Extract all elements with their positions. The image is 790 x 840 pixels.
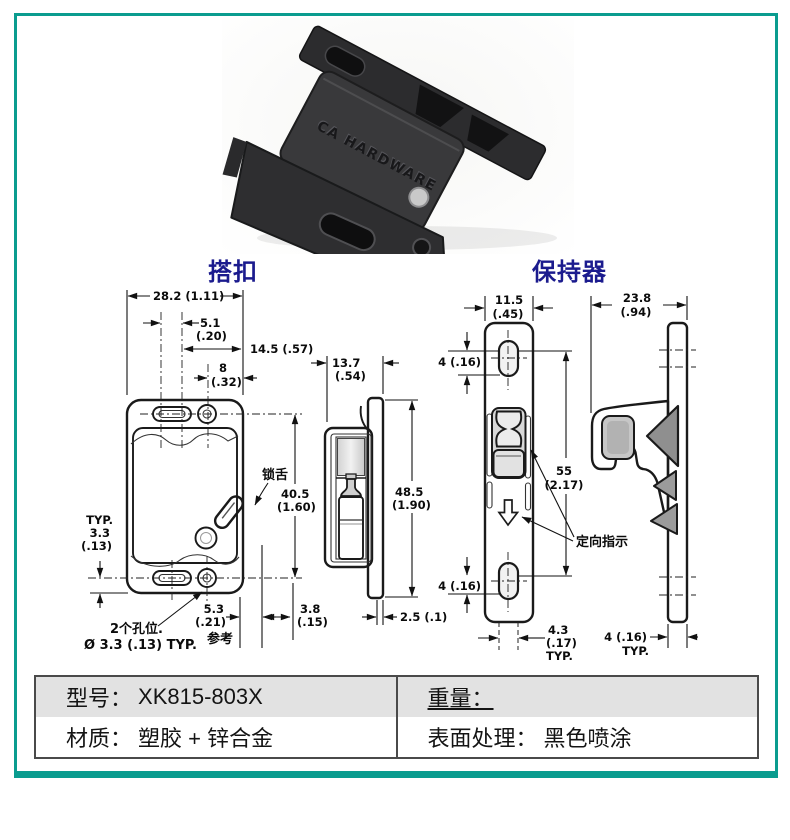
dim-thickness: 4 (.16) <box>604 630 647 644</box>
dim-height: 48.5 <box>395 485 423 499</box>
dim-slot-w-typ: TYP. <box>546 649 573 663</box>
side-plunger <box>340 478 362 497</box>
model-label: 型号： <box>66 686 133 711</box>
plate-slot-hole <box>318 212 376 252</box>
latch-side-view: 13.7 (.54) 48.5 (1.90) 2.5 (.1) <box>311 356 447 625</box>
hook-cutout-large <box>645 404 680 468</box>
drawings-svg: 28.2 (1.11) 5.1 (.20) 14.5 (.57) 8 (.32)… <box>81 289 698 663</box>
top-contour <box>130 433 239 446</box>
release-button <box>194 526 218 550</box>
side-plate <box>366 396 385 600</box>
spec-table: 型号：XK815-803X 重量： 材质：塑胶 + 锌合金 表面处理：黑色喷涂 <box>34 675 759 759</box>
finish-cell: 表面处理：黑色喷涂 <box>398 717 758 757</box>
finish-label: 表面处理： <box>427 726 538 751</box>
dim-pitch: 5.1 <box>200 316 220 330</box>
dim-typ-in: (.13) <box>81 539 112 553</box>
dim-gap: 3.8 <box>300 602 320 616</box>
product-photo: CA HARDWARE CA HARDWARE <box>222 18 574 311</box>
bar-cutout-1 <box>415 84 465 128</box>
dim-side-width: 23.8 <box>623 291 651 305</box>
side-cylinder <box>338 496 364 560</box>
dim-proj-ref: 参考 <box>207 631 233 647</box>
finish-value: 黑色喷涂 <box>543 726 632 751</box>
dim-span-in: (2.17) <box>545 478 584 492</box>
dim-slot-w: 4.3 <box>548 623 568 637</box>
dim-side-width-in: (.94) <box>621 305 652 319</box>
keeper-section-title: 保持器 <box>532 259 607 286</box>
latch-body-outline <box>125 398 245 595</box>
keeper-band <box>492 449 525 478</box>
material-value: 塑胶 + 锌合金 <box>138 726 274 751</box>
material-cell: 材质：塑胶 + 锌合金 <box>36 717 398 757</box>
dim-slot-top: 4 (.16) <box>438 355 481 369</box>
keeper-hourglass <box>495 410 523 448</box>
product-photo-svg: CA HARDWARE CA HARDWARE <box>222 18 574 311</box>
dim-proj: 5.3 <box>204 602 224 616</box>
side-top-block <box>337 438 365 476</box>
latch-door <box>132 427 238 564</box>
keeper-side-view: 23.8 (.94) 4 (.16) TYP. <box>590 291 698 658</box>
dim-keeper-width: 11.5 <box>495 293 523 307</box>
dim-hole-to-edge: 14.5 (.57) <box>250 342 313 356</box>
dim-hole-span-in: (1.60) <box>277 500 316 514</box>
dim-typ: TYP. <box>86 513 113 527</box>
dim-hole-span: 40.5 <box>281 487 309 501</box>
magnet-pin <box>408 186 430 208</box>
dim-depth: 13.7 <box>332 356 360 370</box>
dim-slot-bottom: 4 (.16) <box>438 579 481 593</box>
model-cell: 型号：XK815-803X <box>36 677 398 717</box>
latch-front-view: 28.2 (1.11) 5.1 (.20) 14.5 (.57) 8 (.32)… <box>81 289 328 653</box>
keeper-strip <box>483 321 535 624</box>
dim-gap-in: (.15) <box>297 615 328 629</box>
orientation-note: 定向指示 <box>575 534 628 550</box>
hook-inner-shade <box>607 421 629 454</box>
dim-keeper-width-in: (.45) <box>493 307 524 321</box>
keeper-front-view: 11.5 (.45) 4 (.16) 55 (2.17) 4 (.16) 4.3… <box>438 293 628 663</box>
keeper-top-slot <box>497 339 520 378</box>
weight-cell: 重量： <box>398 677 758 717</box>
dim-span: 55 <box>556 464 572 478</box>
bar-slot-hole <box>324 45 366 77</box>
spec-row-1: 型号：XK815-803X 重量： <box>36 677 757 717</box>
orientation-arrow-icon <box>497 499 520 527</box>
spec-row-2: 材质：塑胶 + 锌合金 表面处理：黑色喷涂 <box>36 717 757 757</box>
dim-edge: 8 <box>219 361 227 375</box>
side-body <box>323 426 374 569</box>
dim-thickness-typ: TYP. <box>622 644 649 658</box>
holes-dia-note: Ø 3.3 (.13) TYP. <box>84 638 197 653</box>
dim-slot-w-in: (.17) <box>546 636 577 650</box>
bar-cutout-2 <box>467 114 509 152</box>
plate-tab <box>222 137 247 178</box>
model-value: XK815-803X <box>138 684 263 709</box>
dim-edge-in: (.32) <box>211 375 242 389</box>
body-top-edge <box>322 77 460 152</box>
dim-proj-in: (.21) <box>195 615 226 629</box>
technical-drawings: 28.2 (1.11) 5.1 (.20) 14.5 (.57) 8 (.32)… <box>0 240 790 670</box>
side-inner <box>330 433 372 563</box>
dim-typ-val: 3.3 <box>90 526 110 540</box>
latch-section-title: 搭扣 <box>208 259 258 286</box>
dim-height-in: (1.90) <box>392 498 431 512</box>
material-label: 材质： <box>66 726 133 751</box>
dim-width-total: 28.2 (1.11) <box>153 289 224 303</box>
weight-label: 重量： <box>427 686 494 711</box>
latch-tongue <box>213 495 244 530</box>
hook-cutout-small-1 <box>653 470 677 501</box>
dim-pitch-in: (.20) <box>196 329 227 343</box>
dim-plate-thickness: 2.5 (.1) <box>400 610 447 624</box>
bottom-contour <box>130 554 240 567</box>
hook-cutout-small-2 <box>650 503 678 535</box>
holes-note: 2个孔位. <box>110 621 163 637</box>
tongue-note: 锁舌 <box>262 467 288 483</box>
dim-depth-in: (.54) <box>335 369 366 383</box>
